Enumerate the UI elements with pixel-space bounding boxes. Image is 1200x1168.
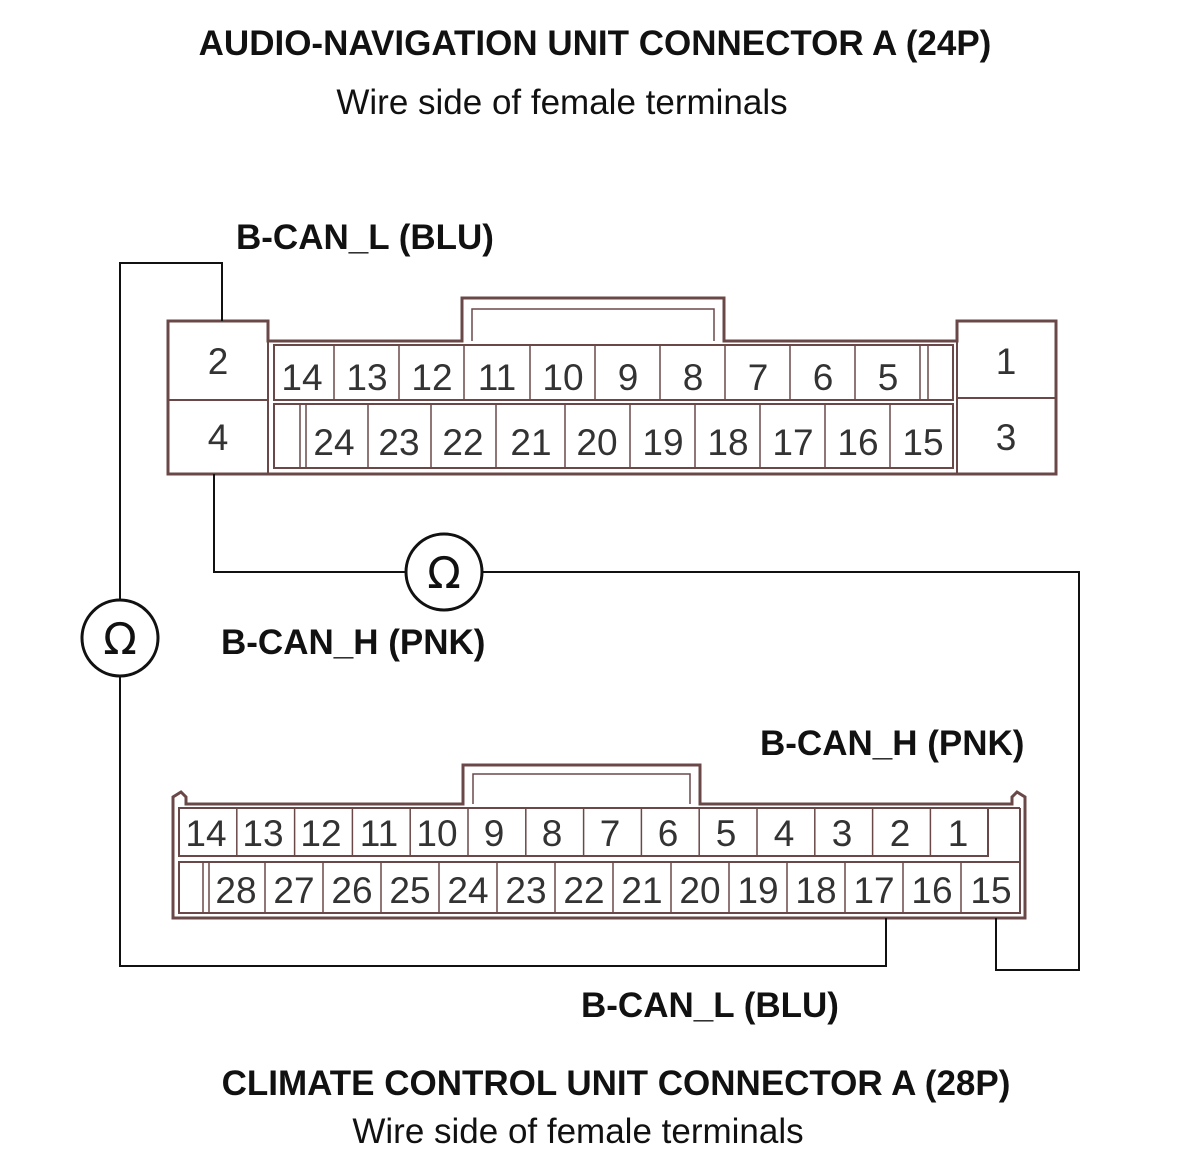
pin-4: 4 [208, 417, 229, 458]
bottom-pin-13: 13 [242, 813, 283, 854]
top-row2-frame [273, 403, 954, 469]
top-connector: 2 4 1 3 14 13 12 11 10 9 8 7 6 5 24 23 2… [166, 296, 1058, 476]
top-pin-20: 20 [576, 422, 617, 463]
top-connector-subtitle: Wire side of female terminals [336, 83, 787, 122]
label-bottom-can-l: B-CAN_L (BLU) [581, 986, 839, 1025]
bottom-connector: 14 13 12 11 10 9 8 7 6 5 4 3 2 1 28 27 2… [171, 763, 1027, 920]
top-pin-23: 23 [378, 422, 419, 463]
left-ohmmeter: Ω [80, 598, 160, 678]
top-connector-latch [471, 308, 715, 341]
bottom-pin-24: 24 [447, 870, 488, 911]
top-connector-title: AUDIO-NAVIGATION UNIT CONNECTOR A (24P) [199, 24, 992, 63]
label-top-can-h: B-CAN_H (PNK) [221, 623, 485, 662]
bottom-connector-title: CLIMATE CONTROL UNIT CONNECTOR A (28P) [222, 1064, 1011, 1103]
bottom-pin-10: 10 [416, 813, 457, 854]
middle-ohmmeter-circle [404, 532, 484, 612]
bottom-pin-16: 16 [911, 870, 952, 911]
top-pin-21: 21 [510, 422, 551, 463]
bottom-connector-subtitle: Wire side of female terminals [352, 1112, 803, 1151]
bottom-pin-26: 26 [331, 870, 372, 911]
label-bottom-can-h: B-CAN_H (PNK) [760, 724, 1024, 763]
top-pin-14: 14 [281, 357, 322, 398]
bottom-pin-25: 25 [389, 870, 430, 911]
top-pin-24: 24 [313, 422, 354, 463]
bottom-pin-15: 15 [970, 870, 1011, 911]
bottom-pin-17: 17 [853, 870, 894, 911]
top-pin-12: 12 [411, 357, 452, 398]
pin-2: 2 [208, 341, 229, 382]
bottom-pin-20: 20 [679, 870, 720, 911]
bottom-pin-3: 3 [832, 813, 853, 854]
bottom-pin-9: 9 [484, 813, 505, 854]
bottom-row2-cells [202, 862, 962, 913]
top-pin-7: 7 [748, 357, 769, 398]
top-pin-18: 18 [707, 422, 748, 463]
bottom-pin-21: 21 [621, 870, 662, 911]
bottom-pin-4: 4 [774, 813, 795, 854]
top-pin-8: 8 [683, 357, 704, 398]
top-pin-19: 19 [642, 422, 683, 463]
middle-ohmmeter: Ω [404, 532, 484, 612]
top-row2-cells [299, 404, 891, 468]
top-pin-22: 22 [442, 422, 483, 463]
middle-ohm-icon: Ω [427, 548, 461, 599]
bottom-pin-7: 7 [600, 813, 621, 854]
top-pin-15: 15 [902, 422, 943, 463]
bottom-pin-22: 22 [563, 870, 604, 911]
bottom-pin-27: 27 [273, 870, 314, 911]
top-row1-cells [333, 345, 929, 400]
bottom-pin-11: 11 [360, 813, 398, 854]
top-pin-10: 10 [542, 357, 583, 398]
top-pin-6: 6 [813, 357, 834, 398]
bottom-pin-5: 5 [716, 813, 737, 854]
bottom-pin-1: 1 [948, 813, 969, 854]
bottom-pin-18: 18 [795, 870, 836, 911]
bottom-row1-cells [236, 808, 932, 856]
top-row1-frame [273, 344, 954, 401]
pin-1: 1 [996, 341, 1017, 382]
bottom-pin-8: 8 [542, 813, 563, 854]
can-l-wire-lower [119, 676, 887, 967]
bottom-pin-23: 23 [505, 870, 546, 911]
bottom-connector-body [171, 763, 1027, 920]
top-pin-5: 5 [878, 357, 899, 398]
top-pin-13: 13 [346, 357, 387, 398]
can-h-wire-right [482, 571, 1080, 971]
bottom-pin-6: 6 [658, 813, 679, 854]
bottom-pin-12: 12 [300, 813, 341, 854]
bottom-connector-latch [472, 773, 691, 804]
pin-3: 3 [996, 417, 1017, 458]
label-top-can-l: B-CAN_L (BLU) [236, 218, 494, 257]
left-ohmmeter-circle [80, 598, 160, 678]
bottom-pin-2: 2 [890, 813, 911, 854]
top-pin-9: 9 [618, 357, 639, 398]
top-pin-11: 11 [478, 357, 516, 398]
left-ohm-icon: Ω [103, 614, 137, 665]
top-pin-17: 17 [772, 422, 813, 463]
can-l-wire-upper [119, 262, 223, 600]
bottom-row2-frame [178, 861, 1021, 914]
top-pin-16: 16 [837, 422, 878, 463]
bottom-pin-28: 28 [215, 870, 256, 911]
bottom-pin-14: 14 [185, 813, 226, 854]
can-h-wire-left [213, 474, 406, 573]
bottom-pin-19: 19 [737, 870, 778, 911]
